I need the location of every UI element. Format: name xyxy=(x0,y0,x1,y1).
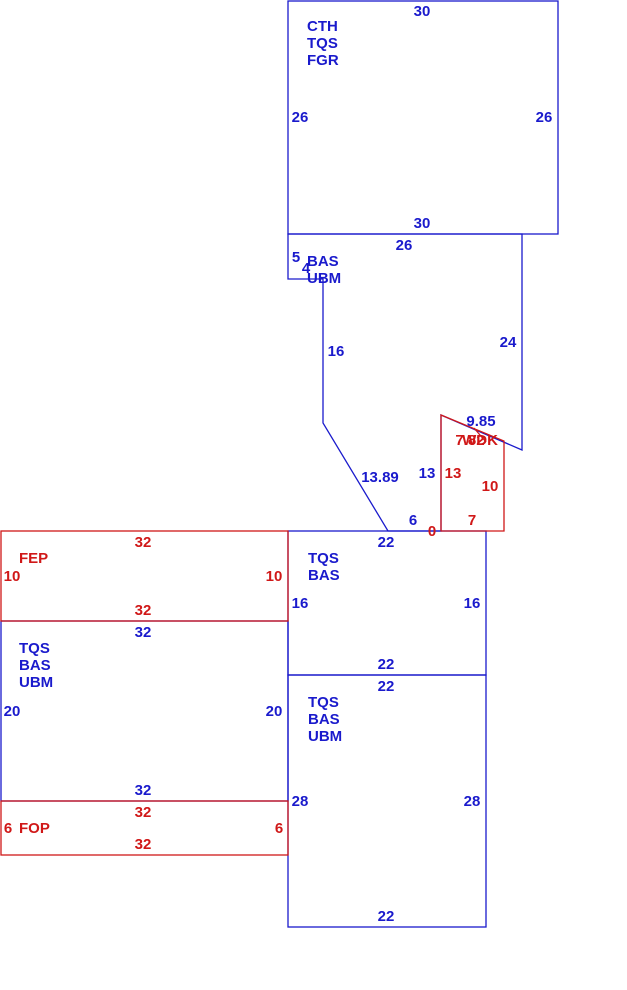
fop-dim-right: 6 xyxy=(275,820,283,837)
left-block-dim-right: 20 xyxy=(266,703,283,720)
tqs-bas-dim-top: 22 xyxy=(378,534,395,551)
tqs-bas-dim-bottom: 22 xyxy=(378,656,395,673)
wdk-dim-left: 13 xyxy=(445,465,462,482)
fep-dim-right: 10 xyxy=(266,568,283,585)
right-block-dim-right: 28 xyxy=(464,793,481,810)
left-block-dim-top: 32 xyxy=(135,624,152,641)
bas-ubm-dim-notch-a: 5 xyxy=(292,249,300,266)
bas-ubm-dim-left: 16 xyxy=(328,343,345,360)
bas-ubm-dim-top: 26 xyxy=(396,237,413,254)
top-block-dim-top: 30 xyxy=(414,3,431,20)
fop-outline xyxy=(0,800,289,856)
fep-dim-bottom: 32 xyxy=(135,602,152,619)
left-block-code-3: UBM xyxy=(19,674,53,691)
fop-dim-bottom: 32 xyxy=(135,836,152,853)
top-block-code-3: FGR xyxy=(307,52,339,69)
wdk-dim-zero: 0 xyxy=(428,523,436,540)
top-block-code-2: TQS xyxy=(307,35,338,52)
right-block-code-1: TQS xyxy=(308,694,339,711)
right-block-dim-left: 28 xyxy=(292,793,309,810)
wdk-tick xyxy=(473,427,487,443)
bas-ubm-dim-inner: 13 xyxy=(419,465,436,482)
fep-outline xyxy=(0,530,289,622)
bas-ubm-dim-bottom: 6 xyxy=(409,512,417,529)
right-block-dim-bottom: 22 xyxy=(378,908,395,925)
right-block-dim-top: 22 xyxy=(378,678,395,695)
tqs-bas-code-2: BAS xyxy=(308,567,340,584)
tqs-bas-dim-left: 16 xyxy=(292,595,309,612)
bas-ubm-dim-diagonal: 13.89 xyxy=(361,469,399,486)
fop-code: FOP xyxy=(19,820,50,837)
wdk-dim-right: 10 xyxy=(482,478,499,495)
top-block-dim-right: 26 xyxy=(536,109,553,126)
bas-ubm-code-1: BAS xyxy=(307,253,339,270)
bas-ubm-dim-notch-b: 4 xyxy=(302,260,311,277)
left-block-dim-left: 20 xyxy=(4,703,21,720)
wdk-outline xyxy=(440,414,505,532)
top-block-dim-left: 26 xyxy=(292,109,309,126)
fop-dim-left: 6 xyxy=(4,820,12,837)
wdk-dim-slope: 9.85 xyxy=(466,413,495,430)
right-block-code-2: BAS xyxy=(308,711,340,728)
left-block-code-2: BAS xyxy=(19,657,51,674)
wdk-dim-bottom: 7 xyxy=(468,512,476,529)
right-block-code-3: UBM xyxy=(308,728,342,745)
top-block-dim-bottom: 30 xyxy=(414,215,431,232)
fop-dim-top: 32 xyxy=(135,804,152,821)
bas-ubm-dim-right: 24 xyxy=(500,334,517,351)
wdk-code: WDK xyxy=(462,432,498,449)
fep-dim-left: 10 xyxy=(4,568,21,585)
top-block-code-1: CTH xyxy=(307,18,338,35)
fep-dim-top: 32 xyxy=(135,534,152,551)
left-block-dim-bottom: 32 xyxy=(135,782,152,799)
bas-ubm-code-2: UBM xyxy=(307,270,341,287)
tqs-bas-code-1: TQS xyxy=(308,550,339,567)
wdk-dim-short: 7.82 xyxy=(455,432,484,449)
left-block-code-1: TQS xyxy=(19,640,50,657)
fep-code: FEP xyxy=(19,550,48,567)
tqs-bas-dim-right: 16 xyxy=(464,595,481,612)
